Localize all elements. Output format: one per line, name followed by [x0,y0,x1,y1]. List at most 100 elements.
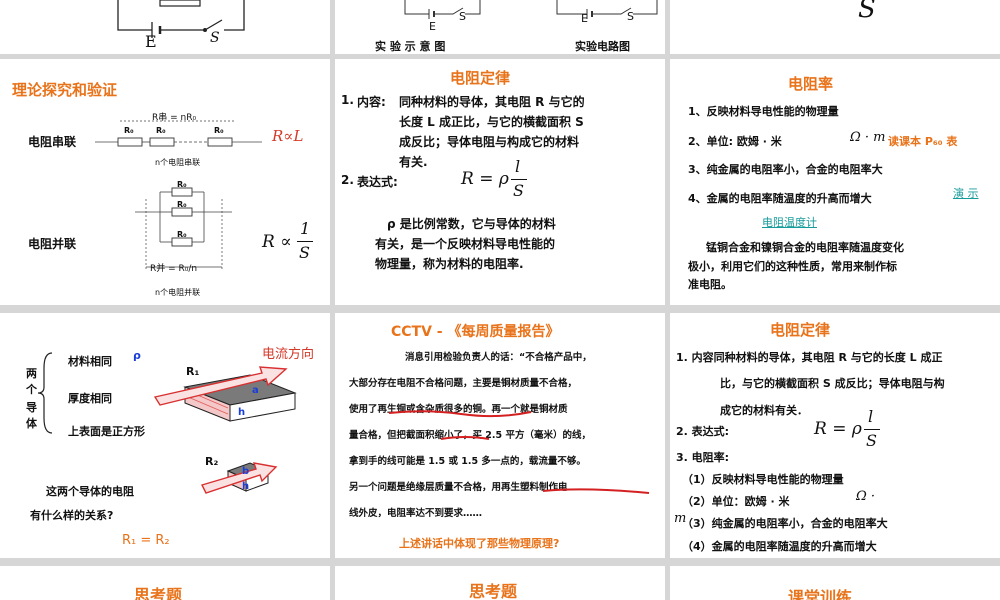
slide-theory: 理论探究和验证 电阻串联 R串 = nR₀ R₀ R₀ R₀ n个电阻串联 R∝… [0,59,330,305]
rho-line-3: 物理量，称为材料的电阻率. [375,257,524,271]
cctv-line-2: 大部分存在电阻不合格问题，主要是铜材质量不合格， [349,378,578,389]
parallel-result: R ∝ [262,232,292,252]
parallel-r0-2: R₀ [177,200,187,209]
note-line-1: 锰铜合金和镍铜合金的电阻率随温度变化 [706,241,904,254]
law2-line-2: 比，与它的横截面积 S 成反比；导体电阻与构 [720,377,945,390]
series-result: R∝L [272,127,304,145]
circuit-s-label: S [627,10,634,23]
law-fraction-bar [511,179,527,180]
law-item1-num: 1. [341,93,354,107]
slide-formula-fragment: S [670,0,1000,54]
law-title: 电阻定律 [450,69,511,87]
circuit-diagram [117,0,245,38]
h-label: h [238,407,246,418]
b-label: b [242,466,250,477]
law2-unit-symbol: Ω · [856,489,876,504]
law-item2-label: 表达式: [357,175,398,189]
note-line-2: 极小，利用它们的这种性质，常用来制作标 [688,260,897,273]
textbook-reference: 读课本 P₆₀ 表 [888,135,958,148]
parallel-label: 电阻并联 [28,237,77,251]
law-line-1: 同种材料的导体，其电阻 R 与它的 [399,95,585,109]
question-line-1: 这两个导体的电阻 [46,485,134,498]
slide-thinking-mid: 思考题 [335,566,665,600]
caption-circuit: 实验电路图 [575,40,630,53]
a-label: a [252,385,259,396]
law2-sub-item-2: （2）单位：欧姆 · 米 [682,495,790,508]
rho-symbol: ρ [133,349,141,362]
thinking-title-left: 思考题 [134,586,183,600]
cctv-title: CCTV - 《每周质量报告》 [391,324,560,340]
thinking-title-mid: 思考题 [469,582,518,600]
law2-expr-label: 2. 表达式: [676,425,730,438]
condition-thickness: 厚度相同 [68,392,112,405]
setup-e-label: E [429,20,436,33]
resistivity-title: 电阻率 [788,75,834,93]
parallel-r0-3: R₀ [177,230,187,239]
switch-label: S [210,30,220,46]
demo-link[interactable]: 演 示 [953,187,979,200]
h2-label: h [242,481,250,492]
slide-resistivity: 电阻率 1、反映材料导电性能的物理量 2、单位: 欧姆 · 米 Ω · m 读课… [670,59,1000,305]
law2-m-symbol: m [674,511,687,526]
slide-classroom-practice: 课堂训练 [670,566,1000,600]
side-label-2: 个 [26,383,37,396]
law2-line-1: 1. 内容同种材料的导体，其电阻 R 与它的长度 L 成正 [676,351,943,364]
series-r0-3: R₀ [214,126,224,135]
series-r0-1: R₀ [124,126,134,135]
cctv-line-1: 消息引用检验负责人的话：“不合格产品中， [405,352,592,363]
condition-material: 材料相同 [68,355,112,368]
slide-resistance-law: 电阻定律 1. 内容: 同种材料的导体，其电阻 R 与它的 长度 L 成正比，与… [335,59,665,305]
parallel-formula: R并 = R₀/n [150,264,198,274]
resistivity-item-3: 3、纯金属的电阻率小，合金的电阻率大 [688,163,883,176]
answer-r1-equals-r2: R₁ = R₂ [122,533,170,548]
resistivity-item-1: 1、反映材料导电性能的物理量 [688,105,839,118]
resistivity-item-2: 2、单位: 欧姆 · 米 [688,135,782,148]
cctv-underlines [388,410,650,494]
cctv-question: 上述讲话中体现了那些物理原理? [399,537,560,550]
law2-formula-num: l [868,407,874,426]
law2-title: 电阻定律 [770,321,831,339]
law-formula-lhs: R = ρ [461,169,509,189]
law2-formula-lhs: R = ρ [814,419,862,439]
r2-label: R₂ [205,455,219,468]
parallel-caption: n个电阻并联 [155,288,201,297]
resistivity-item-4: 4、金属的电阻率随温度的升高而增大 [688,192,872,205]
law-item1-label: 内容: [357,95,386,109]
law2-sub-item-4: （4）金属的电阻率随温度的升高而增大 [682,540,877,553]
law-line-2: 长度 L 成正比，与它的横截面积 S [399,115,584,129]
cctv-line-3: 使用了再生铜或含杂质很多的铜。再一个就是铜材质 [349,404,568,415]
side-label-4: 体 [26,417,37,430]
law-item2-num: 2. [341,173,354,187]
parallel-result-num: 1 [300,219,311,238]
condition-square-top: 上表面是正方形 [68,425,145,438]
law-line-3: 成反比；导体电阻与构成它的材料 [399,135,580,149]
series-parallel-diagrams [95,120,262,269]
law-formula-num: l [515,157,521,176]
setup-diagrams [404,0,658,19]
cctv-line-7: 线外皮，电阻率达不到要求…… [349,508,483,519]
series-caption: n个电阻串联 [155,158,201,167]
slide-conductors: 两 个 导 体 材料相同 ρ 厚度相同 上表面是正方形 电流方向 R₁ a h … [0,313,330,558]
fraction-bar [297,241,313,242]
law2-sub-title: 3. 电阻率: [676,451,730,464]
slide-cctv-report: CCTV - 《每周质量报告》 消息引用检验负责人的话：“不合格产品中， 大部分… [335,313,665,558]
side-label-3: 导 [26,401,37,414]
cctv-line-4: 量合格，但把截面积缩小了，买 2.5 平方（毫米）的线， [349,430,591,441]
thermometer-link[interactable]: 电阻温度计 [762,216,817,229]
slide-experiment-circuit: E S [0,0,330,54]
r1-label: R₁ [186,365,200,378]
parallel-result-den: S [299,243,310,262]
slide-experiment-setup: E S E S 实 验 示 意 图 实验电路图 [335,0,665,54]
side-label-1: 两 [26,367,37,380]
cctv-line-6: 另一个问题是绝缘层质量不合格，用再生塑料制作电 [349,482,568,493]
slide-resistance-law-summary: 电阻定律 1. 内容同种材料的导体，其电阻 R 与它的长度 L 成正 比，与它的… [670,313,1000,558]
rho-line-2: 有关，是一个反映材料导电性能的 [375,237,556,251]
series-formula: R串 = nR₀ [152,113,197,123]
rho-line-1: ρ 是比例常数，它与导体的材料 [387,217,556,231]
series-r0-2: R₀ [156,126,166,135]
note-line-3: 准电阻。 [688,278,732,291]
slide-thinking-left: 思考题 [0,566,330,600]
caption-schematic: 实 验 示 意 图 [375,40,446,53]
law2-formula-den: S [866,431,877,450]
practice-title: 课堂训练 [788,588,853,600]
